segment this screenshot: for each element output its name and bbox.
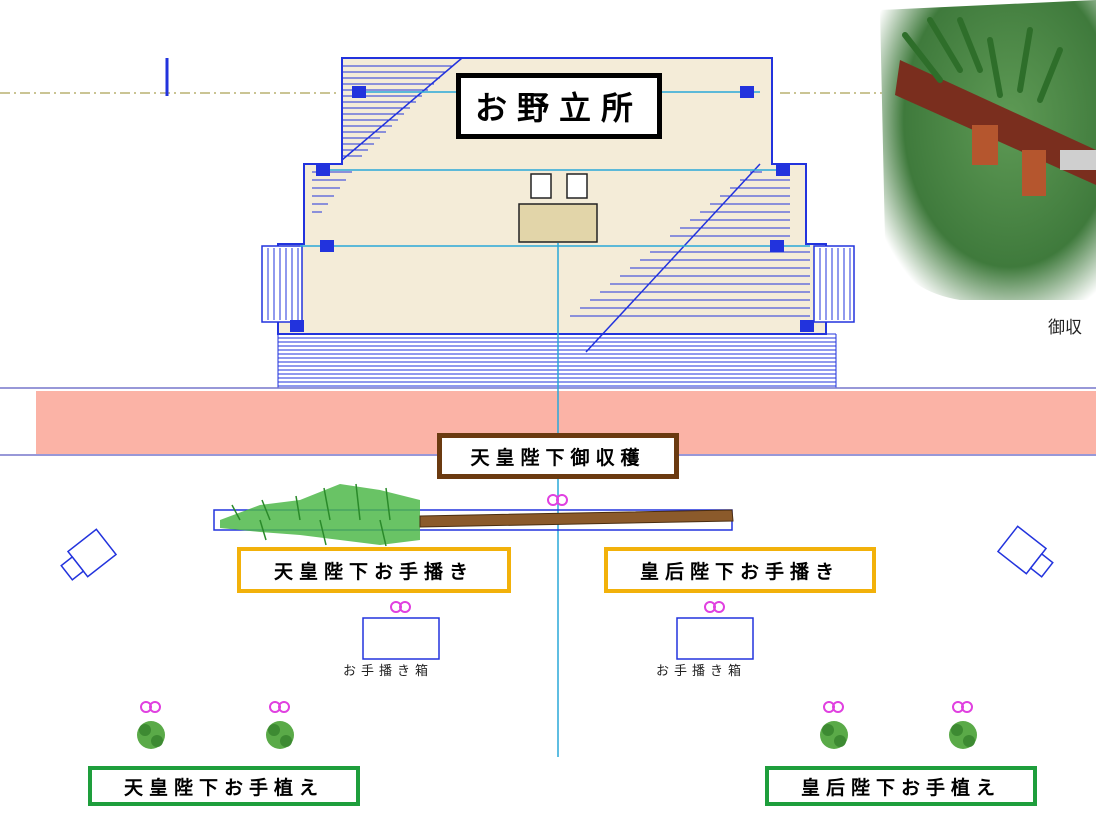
position-markers — [140, 494, 973, 713]
empress-planting-label: 皇后陛下お手植え — [765, 766, 1037, 806]
camera-icon — [60, 528, 118, 581]
photo-caption: 御収 — [1048, 318, 1082, 338]
sowing-box-right-caption: お手播き箱 — [656, 664, 747, 679]
position-marker-icon — [140, 701, 161, 713]
sowing-box-left-caption: お手播き箱 — [343, 664, 434, 679]
position-marker-icon — [269, 701, 290, 713]
seedling-icon — [949, 721, 977, 749]
axis-line — [0, 58, 890, 96]
position-marker-icon — [823, 701, 844, 713]
hall-structure — [261, 57, 855, 388]
position-marker-icon — [952, 701, 973, 713]
position-marker-icon — [390, 601, 411, 613]
empress-sowing-label: 皇后陛下お手播き — [604, 547, 876, 593]
sowing-box-right — [676, 617, 754, 660]
position-marker-icon — [547, 494, 568, 506]
seedling-icon — [137, 721, 165, 749]
sowing-box-left — [362, 617, 440, 660]
emperor-sowing-label: 天皇陛下お手播き — [237, 547, 511, 593]
harvest-photo — [880, 0, 1096, 300]
harvest-row — [213, 483, 734, 547]
emperor-planting-label: 天皇陛下お手植え — [88, 766, 360, 806]
seedling-icon — [266, 721, 294, 749]
main-hall-label: お野立所 — [456, 73, 662, 139]
camera-icon — [996, 525, 1054, 578]
log-icon — [419, 509, 734, 528]
seedlings — [137, 721, 977, 749]
seedling-icon — [820, 721, 848, 749]
position-marker-icon — [704, 601, 725, 613]
rice-plants — [220, 483, 420, 547]
harvest-label: 天皇陛下御収穫 — [437, 433, 679, 479]
